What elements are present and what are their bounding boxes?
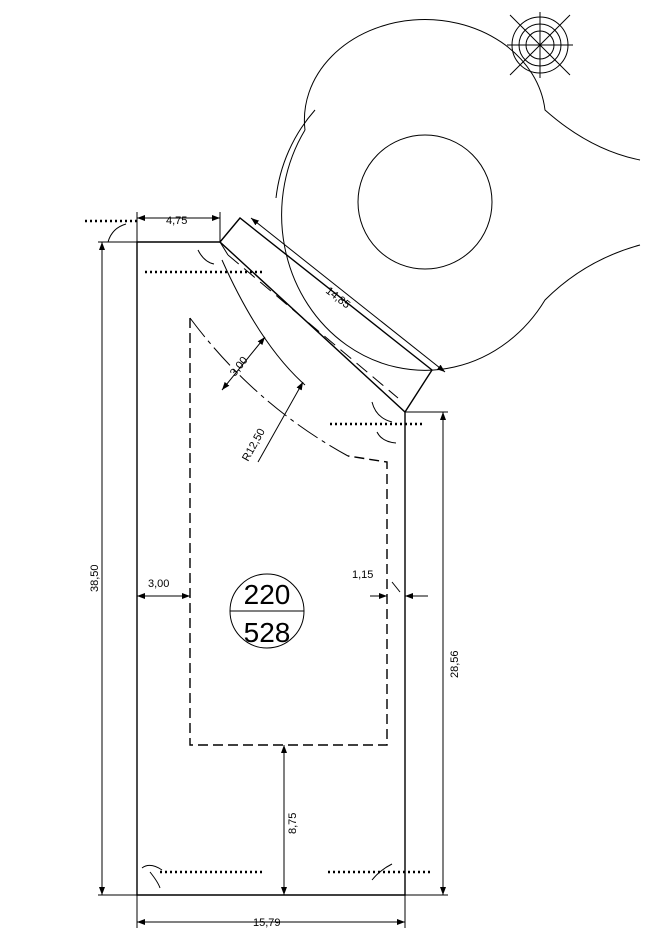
dim-radius: R12,50 bbox=[240, 427, 268, 464]
dim-right-height: 28,56 bbox=[449, 650, 461, 678]
dim-slant-length: 14,85 bbox=[323, 285, 352, 311]
balloon-denominator: 528 bbox=[244, 617, 291, 648]
dimension-lines bbox=[98, 212, 448, 928]
dim-bottom-width: 15,79 bbox=[253, 917, 281, 929]
dim-left-offset: 3,00 bbox=[148, 578, 169, 590]
cam-bore-circle bbox=[357, 134, 493, 270]
dim-top-width: 4,75 bbox=[166, 215, 187, 227]
part-number-balloon: 220 528 bbox=[229, 573, 305, 649]
dim-left-height: 38,50 bbox=[89, 564, 101, 592]
corner-marks bbox=[85, 219, 430, 889]
projection-target-symbol bbox=[507, 12, 573, 78]
dim-right-offset: 1,15 bbox=[352, 569, 373, 581]
cam-profile bbox=[275, 19, 641, 371]
inner-pocket bbox=[189, 259, 388, 746]
balloon-numerator: 220 bbox=[244, 579, 291, 610]
dim-bottom-offset: 8,75 bbox=[287, 813, 299, 834]
